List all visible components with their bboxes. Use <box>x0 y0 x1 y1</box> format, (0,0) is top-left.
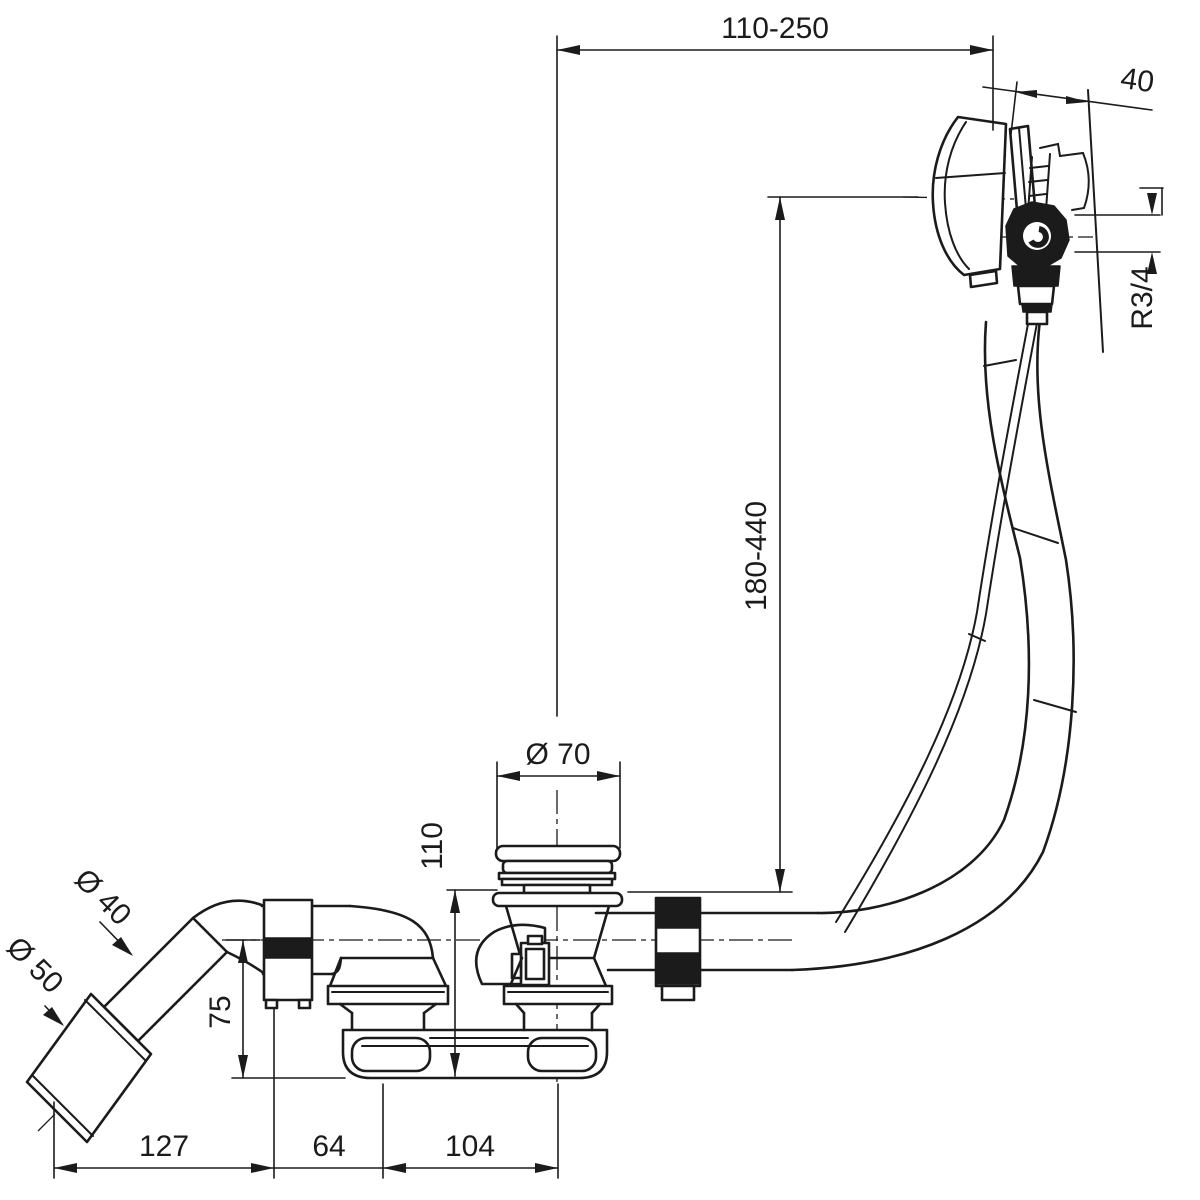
dim-label-top-span: 110-250 <box>721 12 829 45</box>
dim-outlet-diameter-leader: Ø 50 <box>0 931 69 1026</box>
dim-label-pipe-diameter: Ø 40 <box>68 863 137 932</box>
dim-label-trap-height: 75 <box>204 995 237 1028</box>
dim-label-64: 64 <box>312 1130 345 1163</box>
trap-body <box>341 1028 609 1080</box>
right-compression-nut <box>654 896 702 1002</box>
left-compression-nut <box>262 898 314 1010</box>
dim-label-outlet-diameter: Ø 50 <box>0 931 69 1000</box>
dim-label-thread: R3/4 <box>1126 266 1159 329</box>
dim-top-span: 110-250 <box>556 12 994 717</box>
drain-assembly <box>474 844 820 1032</box>
dim-label-127: 127 <box>139 1130 189 1163</box>
dim-trap-height: 75 <box>204 939 346 1079</box>
dim-label-knob-offset: 40 <box>1119 62 1157 99</box>
control-cable <box>835 322 1038 933</box>
dim-height-range: 180-440 <box>627 196 919 893</box>
dim-plug-diameter: Ø 70 <box>496 738 621 849</box>
dim-label-104: 104 <box>445 1130 495 1163</box>
dim-label-height-range: 180-440 <box>740 501 773 611</box>
dim-label-drain-height: 110 <box>416 822 449 870</box>
dim-drain-height: 110 <box>416 822 498 1077</box>
dim-pipe-diameter-leader: Ø 40 <box>68 863 137 956</box>
outlet-pipe-45deg <box>25 899 267 1144</box>
dim-knob-offset: 40 <box>982 62 1157 135</box>
overflow-hose <box>790 318 1077 972</box>
dim-label-plug-diameter: Ø 70 <box>525 738 590 771</box>
dim-bottom-chain: 127 64 104 <box>53 1007 559 1179</box>
dim-thread: R3/4 <box>1074 187 1164 330</box>
overflow-knob-assembly <box>931 89 1104 353</box>
